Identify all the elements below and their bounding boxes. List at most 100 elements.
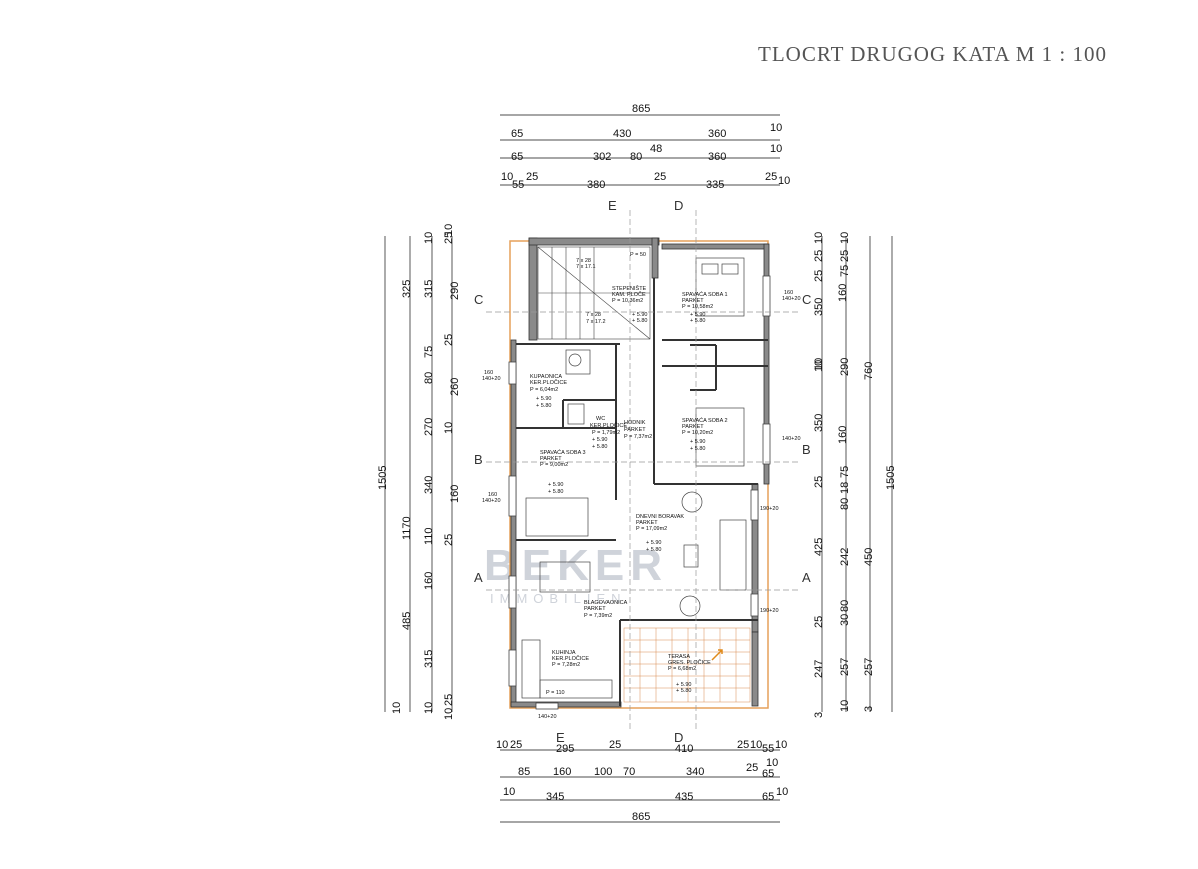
- svg-text:10: 10: [750, 739, 762, 751]
- svg-text:160: 160: [449, 485, 461, 503]
- svg-text:+ 5.80: + 5.80: [592, 444, 607, 450]
- svg-text:65: 65: [762, 791, 774, 803]
- svg-text:+ 5.80: + 5.80: [632, 318, 647, 324]
- svg-text:PARKET: PARKET: [636, 520, 658, 526]
- svg-text:P = 6,68m2: P = 6,68m2: [668, 666, 696, 672]
- svg-text:+ 5.90: + 5.90: [592, 437, 607, 443]
- terrace-tile-hatch: [623, 627, 751, 703]
- svg-text:1505: 1505: [885, 466, 897, 490]
- svg-text:10: 10: [443, 708, 455, 720]
- svg-text:KER.PLOČICE: KER.PLOČICE: [552, 655, 589, 662]
- svg-text:10: 10: [391, 702, 403, 714]
- svg-text:SPAVAĆA SOBA 2: SPAVAĆA SOBA 2: [682, 417, 728, 424]
- bottom-dimensions: 10 25 295 25 410 25 10 55 10 85 160 100 …: [496, 739, 788, 823]
- svg-text:160: 160: [837, 426, 849, 444]
- svg-text:KUPAONICA: KUPAONICA: [530, 374, 562, 380]
- top-dimensions: 865 65 430 360 10 65 302 80 48 360 10 10…: [501, 103, 790, 191]
- furniture: [521, 257, 747, 699]
- svg-text:345: 345: [546, 791, 564, 803]
- svg-text:25: 25: [813, 270, 825, 282]
- svg-text:360: 360: [708, 151, 726, 163]
- svg-text:140+20: 140+20: [782, 436, 801, 442]
- svg-text:65: 65: [511, 128, 523, 140]
- svg-text:10: 10: [503, 786, 515, 798]
- svg-text:10: 10: [443, 422, 455, 434]
- svg-text:10: 10: [770, 122, 782, 134]
- room-label-spavaca-soba-1: SPAVAĆA SOBA 1 PARKET P = 10,58m2 + 5.90…: [682, 291, 728, 324]
- svg-text:+ 5.80: + 5.80: [690, 446, 705, 452]
- svg-text:+ 5.80: + 5.80: [646, 547, 661, 553]
- svg-text:25: 25: [765, 171, 777, 183]
- svg-text:302: 302: [593, 151, 611, 163]
- svg-text:10: 10: [770, 143, 782, 155]
- dimension-lines: [384, 114, 893, 823]
- bathtub: [565, 349, 591, 375]
- svg-text:290: 290: [449, 282, 461, 300]
- right-dimensions: 1505 760 450 257 3 25 10 75 350 10 290 3…: [813, 232, 897, 718]
- svg-text:+ 5.80: + 5.80: [548, 489, 563, 495]
- room-labels: STEPENIŠTE KAM. PLOČE P = 10,36m2 + 5.90…: [482, 252, 801, 720]
- svg-text:P = 9,00m2: P = 9,00m2: [540, 462, 568, 468]
- svg-text:315: 315: [423, 280, 435, 298]
- svg-text:257: 257: [839, 658, 851, 676]
- section-lines: [486, 210, 800, 730]
- svg-text:80: 80: [630, 151, 642, 163]
- svg-text:25: 25: [510, 739, 522, 751]
- armchair: [681, 491, 703, 513]
- svg-text:P = 10,20m2: P = 10,20m2: [682, 430, 713, 436]
- svg-text:P = 10,58m2: P = 10,58m2: [682, 304, 713, 310]
- svg-text:450: 450: [863, 548, 875, 566]
- svg-text:335: 335: [706, 179, 724, 191]
- svg-text:GRES. PLOČICE: GRES. PLOČICE: [668, 659, 711, 666]
- svg-text:P = 10,36m2: P = 10,36m2: [612, 298, 643, 304]
- svg-text:PARKET: PARKET: [624, 427, 646, 433]
- svg-text:HODNIK: HODNIK: [624, 420, 646, 426]
- svg-text:25: 25: [813, 616, 825, 628]
- svg-text:P = 17,09m2: P = 17,09m2: [636, 526, 667, 532]
- svg-text:KER.PLOČICE: KER.PLOČICE: [590, 422, 627, 429]
- svg-text:65: 65: [762, 768, 774, 780]
- svg-text:257: 257: [863, 658, 875, 676]
- svg-text:+ 5.90: + 5.90: [632, 312, 647, 318]
- svg-text:410: 410: [675, 743, 693, 755]
- svg-text:DNEVNI BORAVAK: DNEVNI BORAVAK: [636, 514, 684, 520]
- room-label-hodnik: HODNIK PARKET P = 7,37m2: [624, 420, 652, 440]
- room-label-spavaca-soba-3: SPAVAĆA SOBA 3 PARKET P = 9,00m2 + 5.90 …: [540, 449, 586, 495]
- svg-text:P = 110: P = 110: [546, 690, 565, 696]
- section-marks: E D C C B B A A E D: [474, 198, 811, 745]
- svg-text:25: 25: [443, 694, 455, 706]
- section-mark-a-left: A: [474, 570, 483, 585]
- svg-text:+ 5.80: + 5.80: [536, 403, 551, 409]
- svg-text:340: 340: [423, 476, 435, 494]
- svg-text:160: 160: [837, 284, 849, 302]
- svg-text:25: 25: [443, 534, 455, 546]
- svg-text:290: 290: [839, 358, 851, 376]
- watermark-sub: IMMOBILIEN: [490, 591, 627, 606]
- window-notes: 140+20 140+20 140+20 140+20 190+20 190+2…: [482, 290, 801, 720]
- svg-text:140+20: 140+20: [482, 498, 501, 504]
- svg-text:+ 5.90: + 5.90: [536, 396, 551, 402]
- svg-text:10: 10: [778, 175, 790, 187]
- room-label-stepeniste: STEPENIŠTE KAM. PLOČE P = 10,36m2 + 5.90…: [612, 285, 647, 324]
- svg-text:TERASA: TERASA: [668, 654, 690, 660]
- svg-text:10: 10: [813, 360, 825, 372]
- svg-text:STEPENIŠTE: STEPENIŠTE: [612, 285, 647, 292]
- svg-text:7 x 28: 7 x 28: [586, 312, 601, 318]
- svg-text:110: 110: [423, 527, 435, 545]
- svg-text:KER.PLOČICE: KER.PLOČICE: [530, 379, 567, 386]
- svg-text:485: 485: [401, 612, 413, 630]
- svg-text:260: 260: [449, 378, 461, 396]
- svg-text:100: 100: [594, 766, 612, 778]
- room-label-spavaca-soba-2: SPAVAĆA SOBA 2 PARKET P = 10,20m2 + 5.90…: [682, 417, 728, 452]
- svg-text:25: 25: [839, 250, 851, 262]
- svg-text:140+20: 140+20: [782, 296, 801, 302]
- svg-text:75: 75: [839, 466, 851, 478]
- svg-text:760: 760: [863, 362, 875, 380]
- section-mark-e-bottom: E: [556, 730, 565, 745]
- section-mark-e-top: E: [608, 198, 617, 213]
- svg-text:WC: WC: [596, 416, 605, 422]
- room-label-terasa: TERASA GRES. PLOČICE P = 6,68m2 + 5.90 +…: [668, 654, 711, 694]
- svg-text:SPAVAĆA SOBA 3: SPAVAĆA SOBA 3: [540, 449, 586, 456]
- svg-text:+ 5.90: + 5.90: [690, 312, 705, 318]
- svg-text:160: 160: [423, 572, 435, 590]
